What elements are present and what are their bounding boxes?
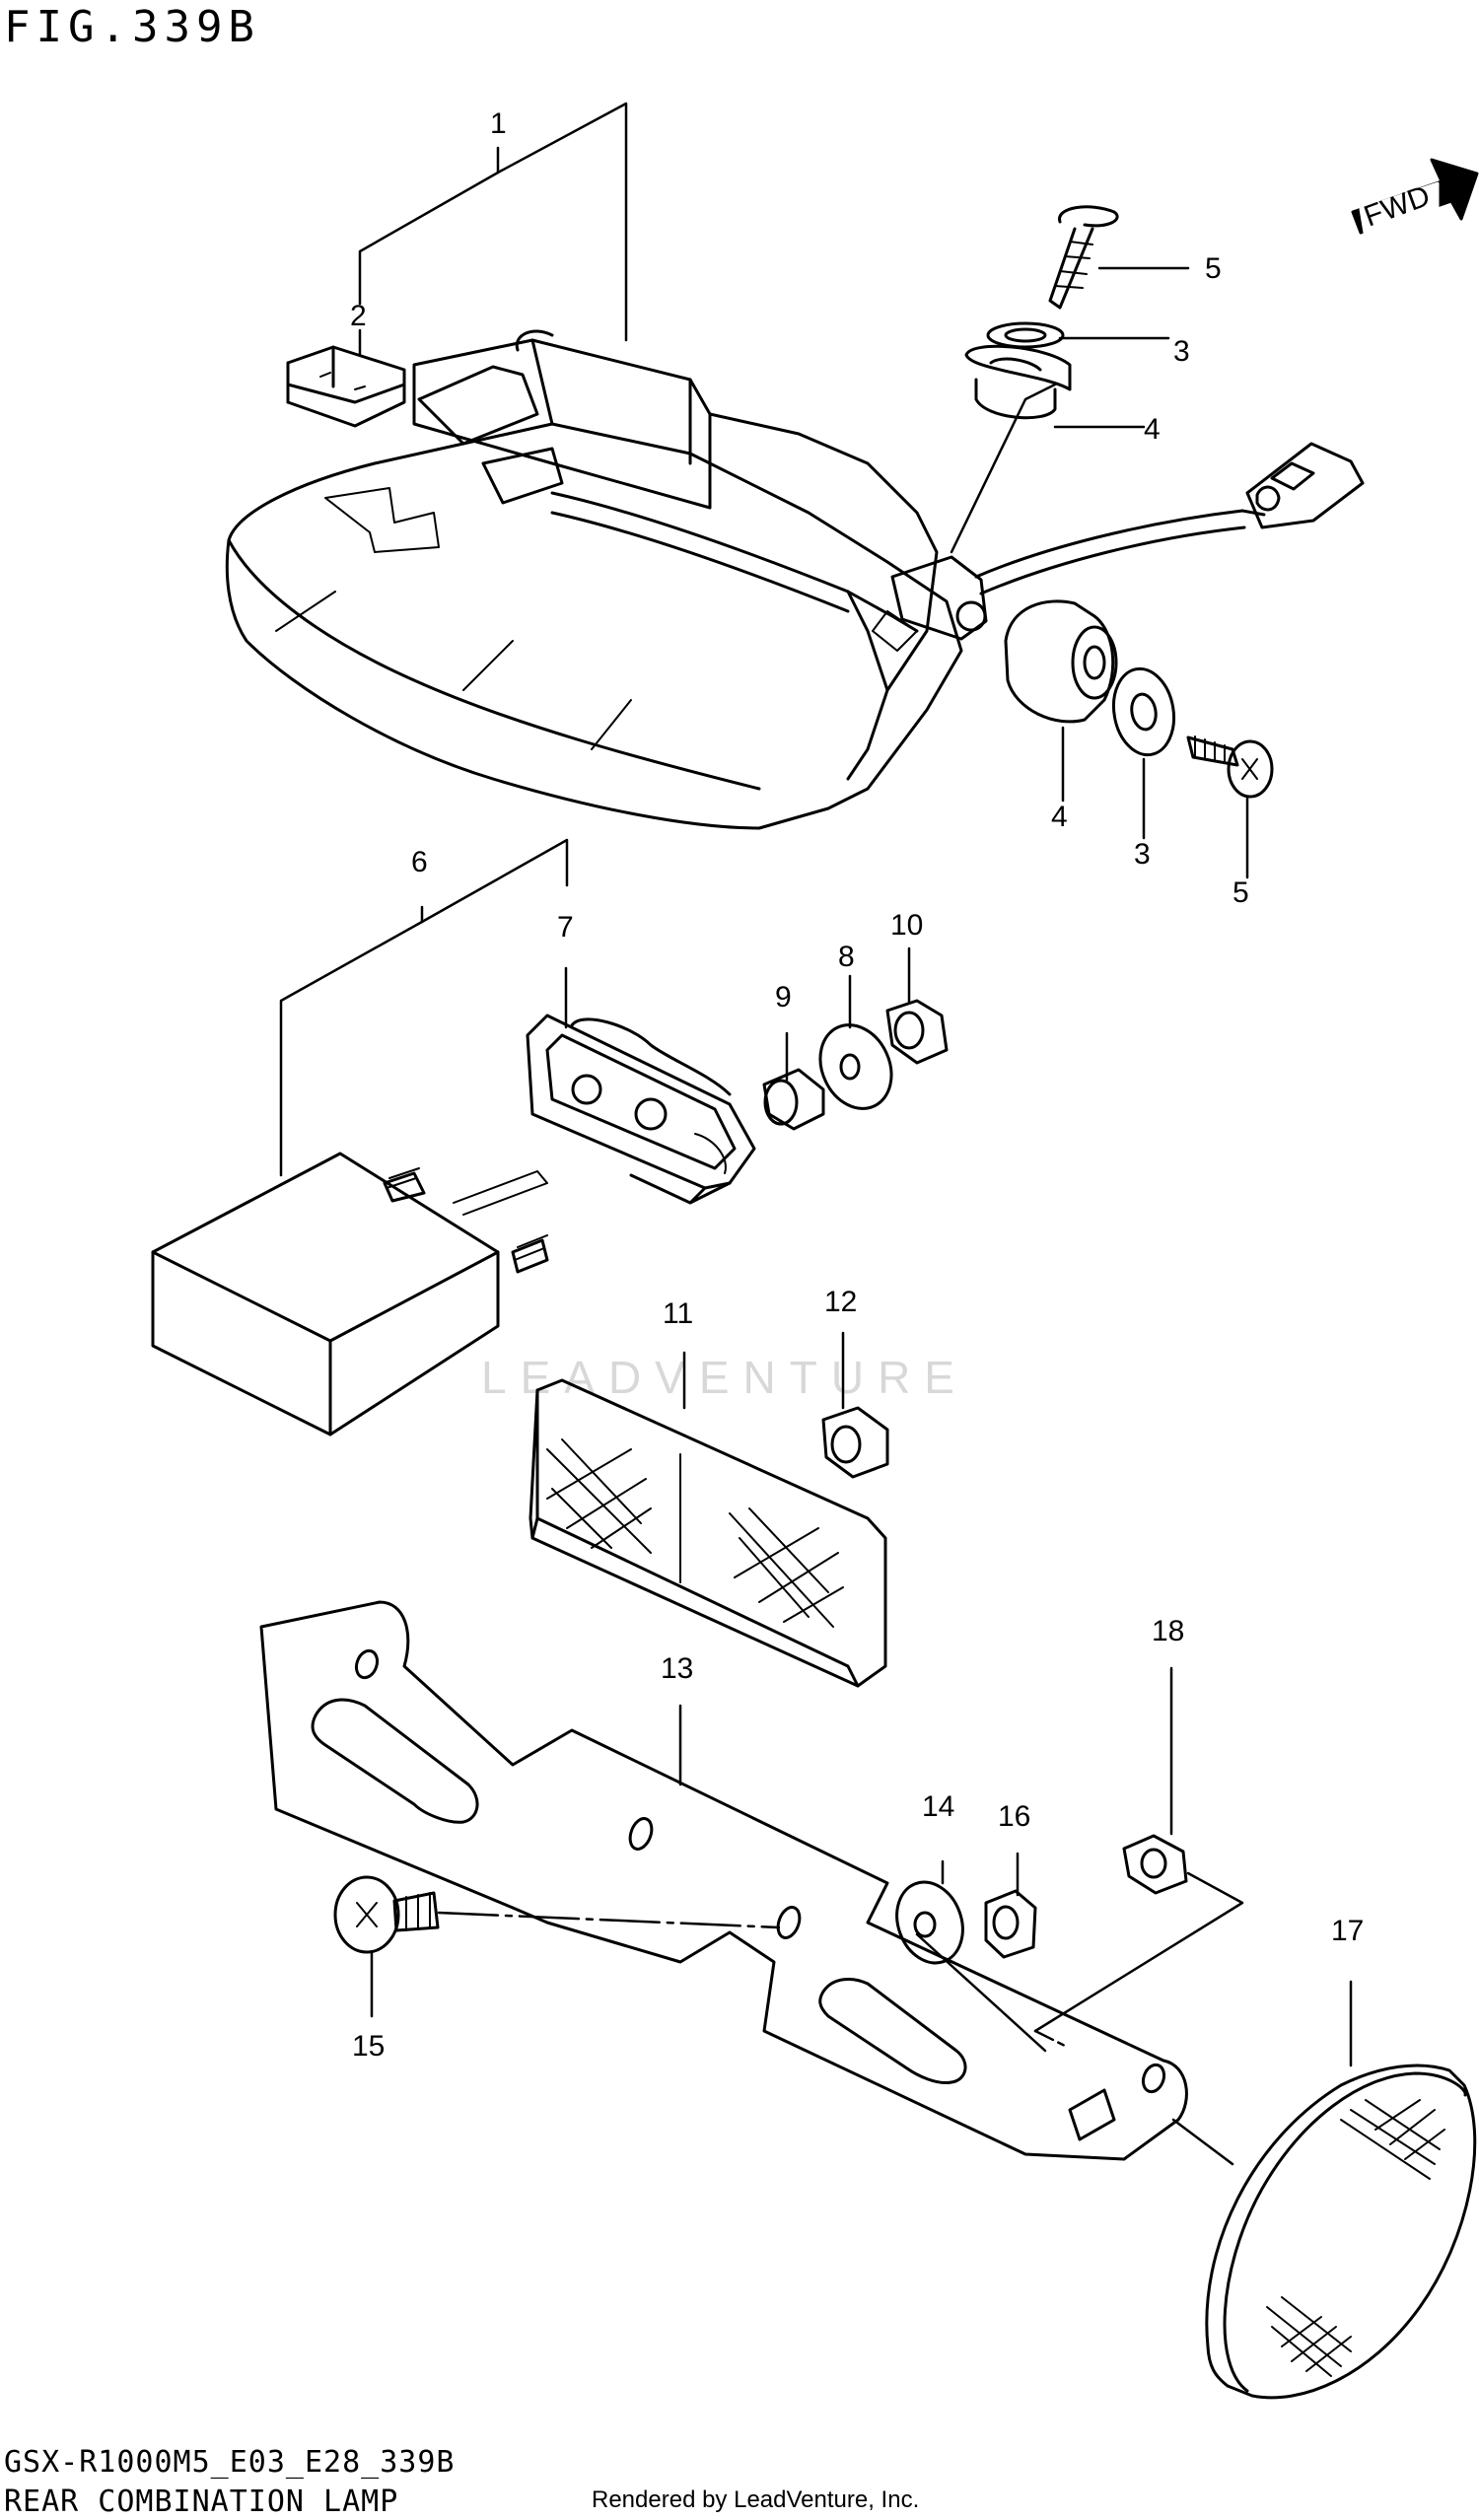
figure-caption: REAR COMBINATION LAMP — [4, 2485, 399, 2519]
callout-18: 18 — [1152, 1615, 1184, 1647]
fwd-label: FWD — [1360, 179, 1434, 233]
rendered-by: Rendered by LeadVenture, Inc. — [592, 2486, 920, 2513]
callout-12: 12 — [824, 1286, 857, 1318]
callout-9: 9 — [775, 981, 792, 1014]
washer-part-3-lower — [1111, 666, 1176, 757]
callout-2: 2 — [350, 300, 367, 332]
washer-part-3-upper — [986, 321, 1065, 349]
callout-6: 6 — [411, 846, 428, 878]
round-reflector-part-17 — [1205, 2064, 1477, 2400]
collar-part-9 — [762, 1068, 825, 1131]
washer-part-8 — [818, 1023, 893, 1110]
figure-title: FIG.339B — [4, 2, 260, 52]
nut-part-10 — [885, 999, 949, 1065]
callout-15: 15 — [352, 2030, 385, 2063]
model-code: GSX-R1000M5_E03_E28_339B — [4, 2445, 456, 2480]
callout-16: 16 — [998, 1800, 1030, 1833]
nut-part-12 — [821, 1406, 889, 1479]
callout-numbers: 1 2 5 3 4 4 3 5 6 7 9 8 10 11 12 13 14 1… — [350, 107, 1364, 2063]
bulb-socket-part-2 — [286, 345, 406, 428]
screw-part-5-lower — [1186, 735, 1274, 799]
reflector-part-11 — [528, 1378, 887, 1688]
callout-13: 13 — [661, 1652, 693, 1685]
license-lamp-part-6 — [151, 1152, 549, 1436]
callout-8: 8 — [838, 941, 855, 973]
callout-11: 11 — [663, 1297, 693, 1330]
callout-10: 10 — [890, 909, 923, 942]
screw-part-15 — [333, 1875, 440, 1954]
wire-harness — [890, 442, 1365, 641]
bracket-part-13 — [259, 1600, 1188, 2161]
callout-3: 3 — [1134, 838, 1151, 871]
screw-part-5-upper — [1048, 205, 1119, 310]
watermark-text: LEADVENTURE — [481, 1352, 968, 1403]
grommet-part-4-lower — [1004, 599, 1118, 724]
gasket-part-7 — [526, 1014, 756, 1205]
callout-5: 5 — [1205, 252, 1222, 285]
callout-1: 1 — [490, 107, 507, 140]
grommet-part-4-upper — [964, 344, 1072, 420]
callout-4: 4 — [1051, 801, 1068, 833]
rear-lamp-assembly-part-1 — [225, 329, 963, 830]
callout-4: 4 — [1144, 413, 1161, 446]
leader-lines — [279, 102, 1353, 2166]
washer-part-14 — [895, 1880, 964, 1965]
nut-part-18 — [1122, 1834, 1188, 1895]
fwd-arrow-icon: FWD — [1351, 158, 1479, 235]
callout-17: 17 — [1331, 1915, 1364, 1947]
callout-5: 5 — [1232, 876, 1249, 909]
nut-part-16 — [984, 1889, 1037, 1959]
callout-14: 14 — [922, 1790, 954, 1823]
callout-3: 3 — [1173, 335, 1190, 368]
callout-7: 7 — [557, 911, 574, 944]
